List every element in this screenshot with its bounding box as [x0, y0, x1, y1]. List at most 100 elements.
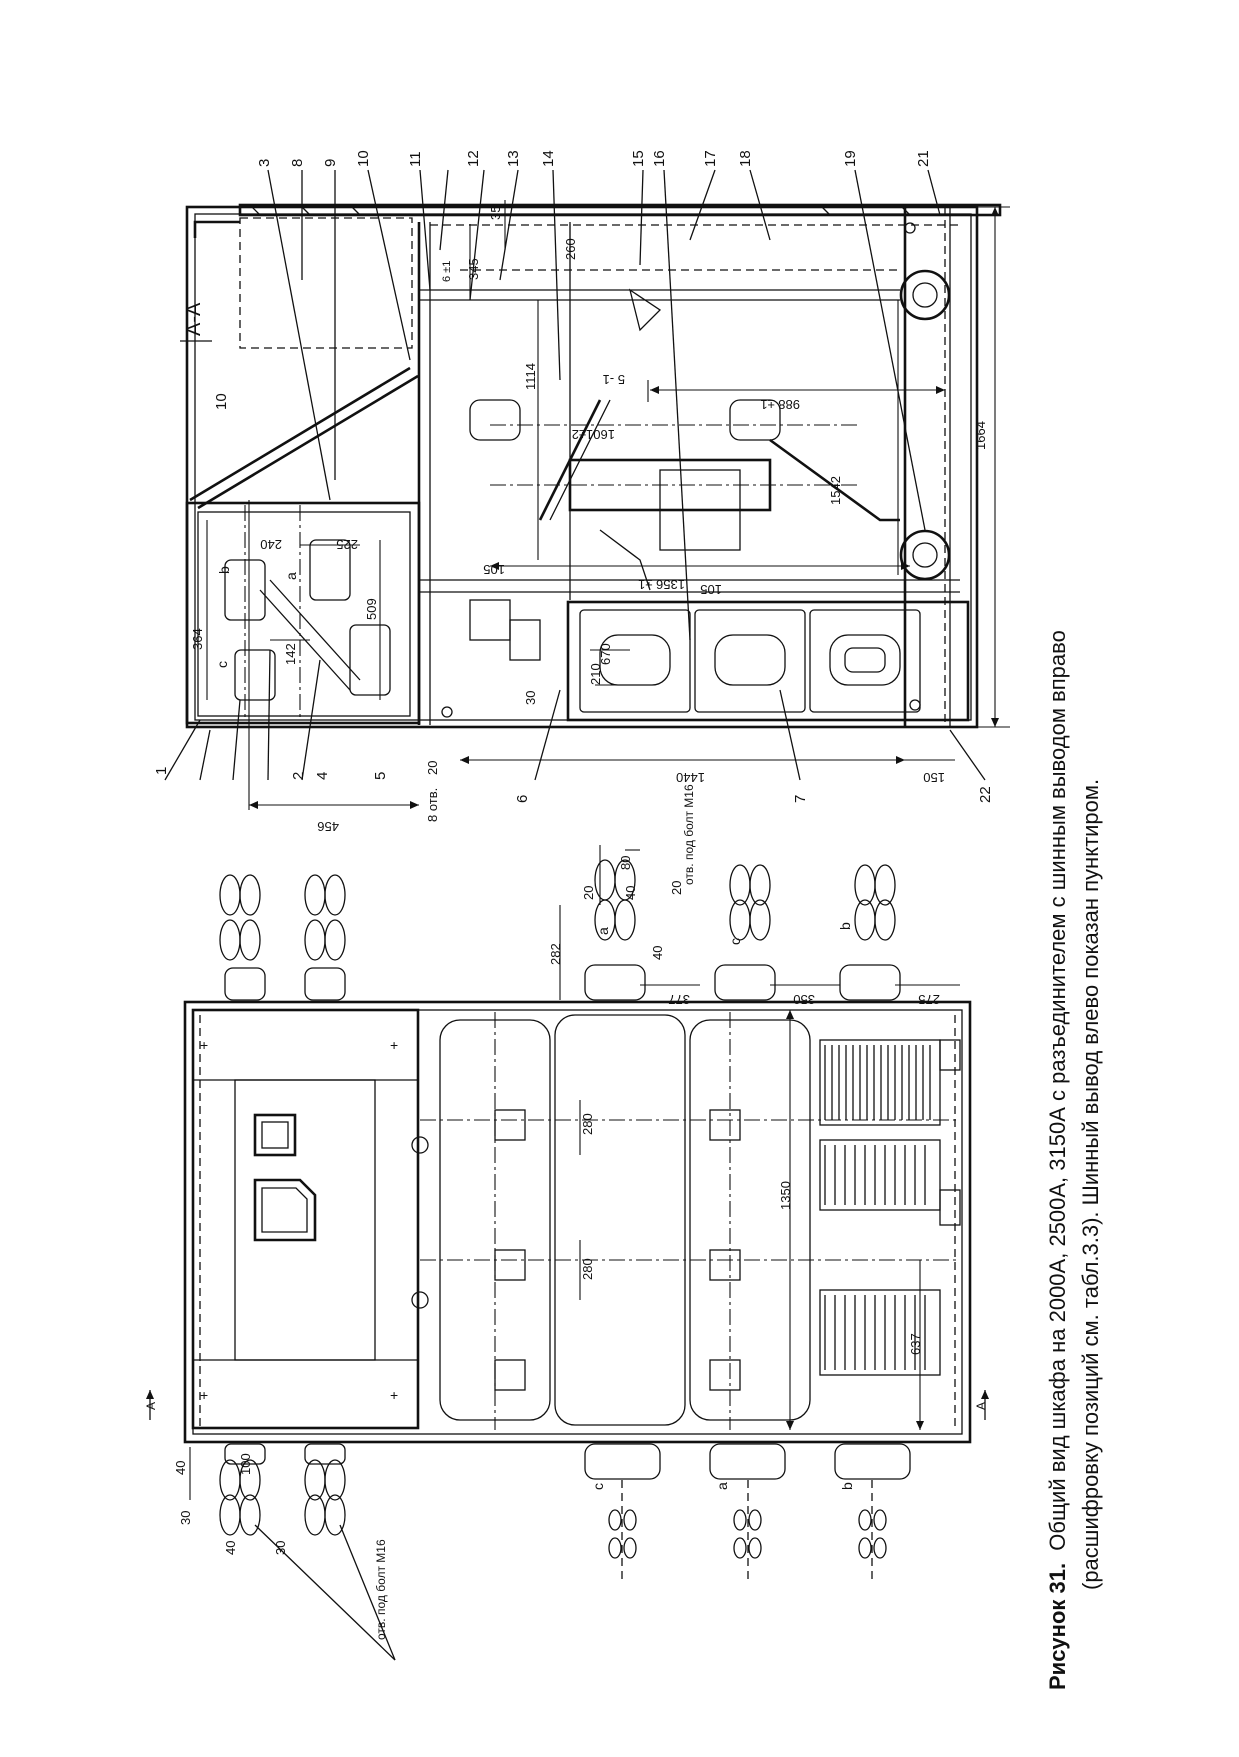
mechanism-plate — [253, 1178, 317, 1242]
terminals-top — [219, 859, 901, 1001]
dim-100: 100 — [238, 1453, 253, 1475]
phase-label-b: b — [216, 566, 232, 574]
pos-label-16: 16 — [651, 150, 668, 167]
dim-1114: 1114 — [523, 363, 538, 390]
dashed-box-8 — [239, 217, 413, 349]
drive-panel — [191, 1008, 420, 1430]
dim-377: 377 — [668, 992, 690, 1007]
pos-label-2: 2 — [290, 772, 307, 780]
caption-label: Рисунок 31. — [1045, 1563, 1070, 1690]
wheel-lower — [899, 529, 951, 581]
wheel-upper — [899, 269, 951, 321]
dim-1601: 1601±2 — [572, 427, 615, 442]
pos-label-6: 6 — [514, 795, 531, 803]
cover-strip — [238, 203, 1002, 217]
busbar-roof — [189, 366, 411, 502]
svg-text:+: + — [390, 1037, 398, 1053]
svg-text:+: + — [390, 1387, 398, 1403]
dim-80: 80 — [618, 856, 633, 870]
dim-988: 988 ±1 — [760, 397, 800, 412]
front-phase-c-bottom: c — [590, 1483, 606, 1490]
dim-40a: 40 — [623, 886, 638, 900]
dim-5: 5 -1 — [603, 372, 625, 387]
dim-345: 345 — [466, 258, 481, 280]
dim-282: 282 — [548, 943, 563, 965]
dim-30: 30 — [523, 691, 538, 705]
indicator-square — [253, 1113, 297, 1157]
terminals-bottom — [219, 1443, 911, 1580]
dim-1356: 1356 ±1 — [638, 577, 685, 592]
pos-label-3: 3 — [256, 159, 273, 167]
note-8-holes: 8 отв. — [425, 788, 440, 822]
pos-label-7: 7 — [792, 795, 809, 803]
front-phase-b-top: b — [837, 922, 853, 930]
pos-label-19: 19 — [842, 150, 859, 167]
cabinet-outline — [185, 205, 979, 729]
pos-label-10b: 10 — [213, 393, 230, 410]
busbar-column-3 — [689, 1019, 811, 1421]
dim-509: 509 — [364, 598, 379, 620]
dim-142: 142 — [283, 643, 298, 665]
caption-text-1: Общий вид шкафа на 2000А, 2500А, 3150А с… — [1045, 630, 1070, 1551]
dim-210: 210 — [588, 663, 603, 685]
pos-label-10: 10 — [355, 150, 372, 167]
dim-105b: 105 — [700, 582, 722, 597]
vent-grille-3 — [819, 1289, 941, 1376]
dim-280a: 280 — [580, 1113, 595, 1135]
pos-label-21: 21 — [915, 150, 932, 167]
busbar-compartment — [185, 501, 421, 725]
vent-grille-1 — [819, 1039, 941, 1126]
dim-1350: 1350 — [778, 1181, 793, 1210]
dim-364: 364 — [190, 628, 205, 650]
dim-20a: 20 — [581, 886, 596, 900]
front-phase-a-bottom: a — [714, 1482, 730, 1490]
caption-line-1: Рисунок 31. Общий вид шкафа на 2000А, 25… — [1045, 630, 1070, 1690]
section-title: А-А — [183, 302, 205, 336]
caption-line-2: (расшифровку позиций см. табл.3.3). Шинн… — [1078, 779, 1103, 1590]
dim-35: 35 — [488, 206, 503, 220]
dim-150: 150 — [923, 770, 945, 785]
dim-40c: 40 — [173, 1461, 188, 1475]
dim-105a: 105 — [483, 562, 505, 577]
pos-label-13: 13 — [505, 150, 522, 167]
front-view: + + + + — [144, 784, 989, 1661]
dim-260: 260 — [563, 238, 578, 260]
section-mark-left-bottom: А — [144, 1402, 158, 1410]
dim-275: 275 — [918, 992, 940, 1007]
front-phase-b-bottom: b — [839, 1482, 855, 1490]
front-phase-c-top: c — [727, 938, 743, 945]
section-view-aa: А-А 1 2 3 4 5 6 7 8 9 10 10 11 12 13 14 … — [153, 150, 1010, 834]
dim-670: 670 — [598, 643, 613, 665]
svg-text:+: + — [200, 1387, 208, 1403]
pos-label-8: 8 — [289, 159, 306, 167]
front-outline — [183, 1000, 972, 1444]
dim-30b: 30 — [273, 1541, 288, 1555]
dim-20: 20 — [425, 761, 440, 775]
dim-225: 225 — [336, 537, 358, 552]
dim-1440: 1440 — [676, 770, 705, 785]
pos-label-11: 11 — [407, 151, 424, 167]
dim-40b: 40 — [650, 946, 665, 960]
pos-label-14: 14 — [540, 150, 557, 167]
dim-40d: 40 — [223, 1541, 238, 1555]
busbar-column-2 — [554, 1014, 686, 1426]
dim-1542: 1542 — [828, 476, 843, 505]
pos-label-22: 22 — [977, 786, 994, 803]
ct-compartment — [566, 600, 970, 722]
figure-caption: Рисунок 31. Общий вид шкафа на 2000А, 25… — [1045, 630, 1103, 1690]
dim-30a: 30 — [178, 1511, 193, 1525]
note-holes-m16-bottom: отв. под болт М16 — [374, 1539, 388, 1640]
phase-label-a: a — [283, 572, 299, 580]
pos-label-17: 17 — [702, 150, 719, 167]
phase-label-c: c — [214, 661, 230, 668]
pos-label-9: 9 — [322, 159, 339, 167]
pos-label-12: 12 — [465, 150, 482, 167]
vent-grille-2 — [819, 1139, 941, 1211]
dim-1664: 1664 — [973, 421, 988, 450]
dim-6: 6 ±1 — [441, 261, 453, 282]
note-holes-m16-top: отв. под болт М16 — [682, 784, 696, 885]
pos-label-5: 5 — [372, 772, 389, 780]
svg-text:+: + — [200, 1037, 208, 1053]
